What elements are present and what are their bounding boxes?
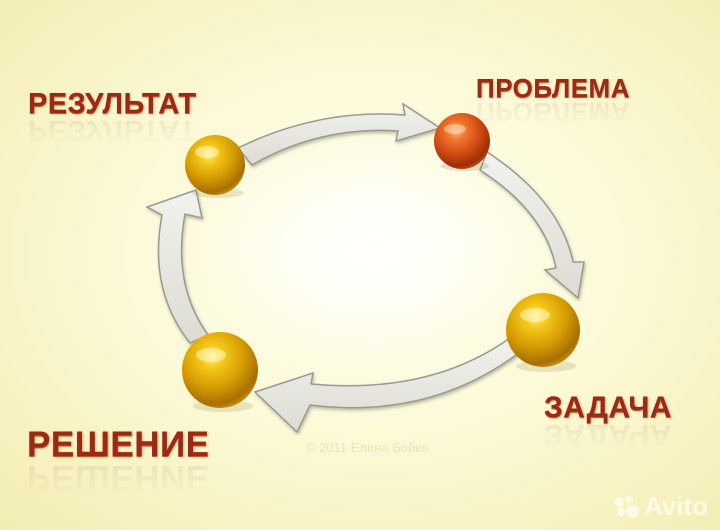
node-label-problem-reflection: ПРОБЛЕМА — [476, 97, 630, 127]
arrow-problem-to-task — [479, 150, 585, 300]
node-label-solution: РЕШЕНИЕ РЕШЕНИЕ — [27, 425, 209, 497]
node-label-problem-text: ПРОБЛЕМА — [476, 73, 630, 103]
node-label-solution-reflection: РЕШЕНИЕ — [27, 458, 210, 497]
node-label-task: ЗАДАЧА ЗАДАЧА — [544, 391, 672, 451]
sphere-task-icon — [506, 293, 580, 372]
node-label-task-reflection: ЗАДАЧА — [544, 418, 673, 451]
copyright-watermark: © 2011 Елена Бойко — [306, 440, 429, 455]
avito-logo-icon — [614, 494, 640, 519]
node-label-result-reflection: РЕЗУЛЬТАТ — [28, 114, 197, 146]
sphere-result-icon — [185, 135, 245, 198]
sphere-solution-icon — [182, 332, 258, 412]
center-glow — [205, 135, 545, 365]
avito-watermark: Avito — [614, 491, 708, 522]
node-label-task-text: ЗАДАЧА — [544, 391, 673, 424]
arrow-solution-to-result — [145, 189, 210, 344]
node-label-solution-text: РЕШЕНИЕ — [27, 425, 210, 464]
sphere-problem-icon — [434, 113, 490, 171]
node-label-result-text: РЕЗУЛЬТАТ — [28, 88, 197, 120]
arrow-task-to-solution — [253, 336, 522, 434]
node-label-problem: ПРОБЛЕМА ПРОБЛЕМА — [476, 73, 630, 127]
node-label-result: РЕЗУЛЬТАТ РЕЗУЛЬТАТ — [28, 88, 197, 146]
avito-brand-text: Avito — [644, 491, 709, 521]
